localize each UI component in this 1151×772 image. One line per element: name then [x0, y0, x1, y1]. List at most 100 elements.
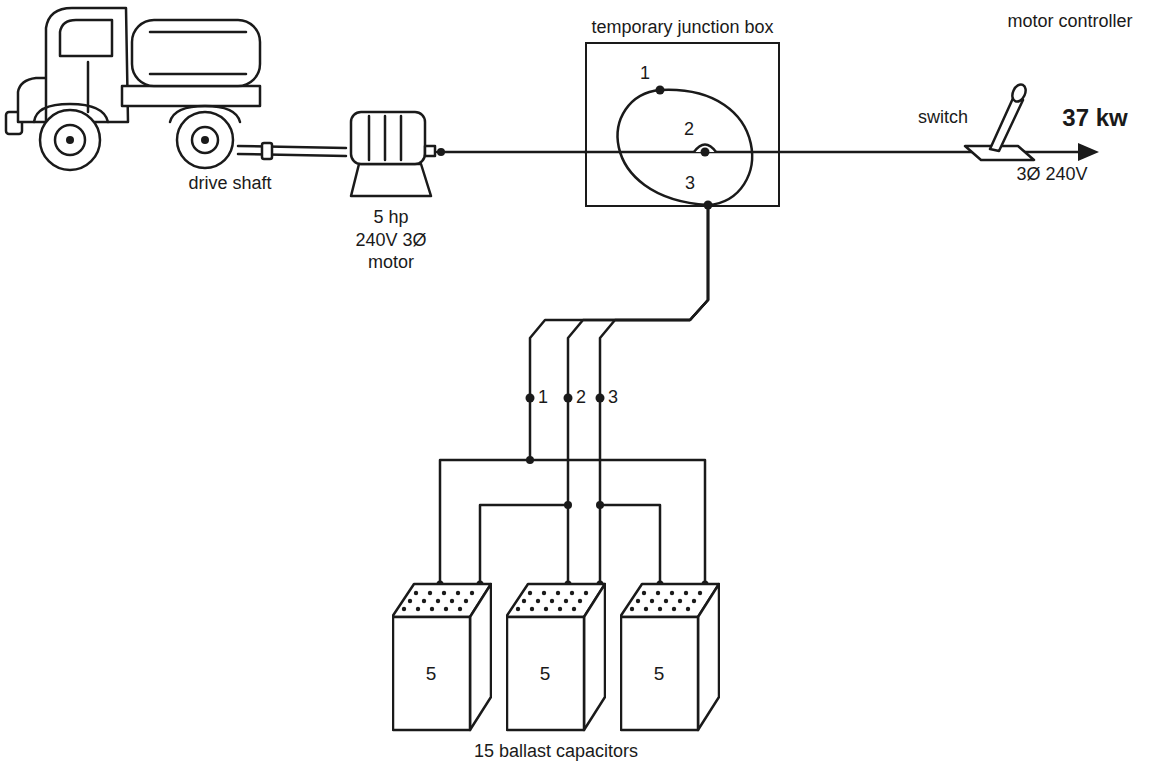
- motor-outline: [368, 116, 371, 160]
- capacitor-outline: [584, 584, 605, 730]
- voltage-label: 3Ø 240V: [1016, 164, 1087, 186]
- terminal-number: 2: [684, 119, 694, 141]
- capacitor-outline: [414, 591, 418, 595]
- capacitor-outline: [544, 607, 548, 611]
- capacitor-outline: [393, 617, 470, 730]
- switch-symbol: [965, 82, 1034, 160]
- capacitor-outline: [536, 599, 540, 603]
- truck-illustration: [192, 127, 218, 153]
- capacitor-outline: [444, 607, 448, 611]
- capacitor-outline: [698, 591, 702, 595]
- truck-illustration: [201, 136, 209, 144]
- truck-illustration: [150, 31, 246, 34]
- capacitor-outline: [528, 591, 532, 595]
- truck-illustration: [150, 73, 246, 76]
- capacitor-outline: [678, 599, 682, 603]
- junction-box: temporary junction box: [585, 42, 780, 207]
- capacitor-outline: [630, 607, 634, 611]
- capacitor-outline: [621, 617, 698, 730]
- truck-illustration: [60, 20, 112, 56]
- truck-illustration: [40, 110, 100, 170]
- capacitor-outline: [570, 591, 574, 595]
- capacitor-outline: [507, 617, 584, 730]
- switch-symbol: [990, 96, 1023, 151]
- capacitor-outline: [636, 599, 640, 603]
- phase-wire: [568, 207, 708, 582]
- capacitor-count: 5: [392, 617, 470, 730]
- capacitor-outline: [698, 584, 719, 730]
- capacitor-outline: [642, 591, 646, 595]
- power-line: [1078, 143, 1099, 161]
- capacitor-outline: [664, 599, 668, 603]
- junction-wiring: [618, 90, 708, 205]
- capacitor-outline: [530, 607, 534, 611]
- capacitor-bank: 5: [620, 582, 720, 732]
- capacitor-count: 5: [506, 617, 584, 730]
- motor-outline: [351, 112, 425, 164]
- junction-wiring: [660, 90, 752, 205]
- capacitor-outline: [436, 599, 440, 603]
- capacitor-outline: [556, 591, 560, 595]
- drive-shaft: [238, 143, 346, 159]
- motor-rating: 5 hp 240V 3Ø motor: [352, 206, 430, 274]
- phase-wire: [600, 207, 708, 582]
- drive-shaft: [262, 143, 272, 159]
- capacitor-outline: [620, 582, 720, 732]
- part-label: drive shaft: [188, 173, 271, 195]
- capacitor-outline: [428, 591, 432, 595]
- capacitor-outline: [402, 607, 406, 611]
- part-label: switch: [918, 107, 968, 129]
- capacitor-outline: [408, 599, 412, 603]
- box-title: temporary junction box: [591, 16, 773, 39]
- terminal-number: 3: [685, 173, 695, 195]
- junction-wiring: [618, 86, 752, 210]
- capacitor-wiring: [480, 505, 568, 582]
- capacitor-outline: [430, 607, 434, 611]
- capacitor-outline: [516, 607, 520, 611]
- capacitor-count: 5: [620, 617, 698, 730]
- capacitor-outline: [644, 607, 648, 611]
- capacitor-outline: [456, 591, 460, 595]
- capacitor-outline: [450, 599, 454, 603]
- truck-illustration: [66, 136, 74, 144]
- drive-shaft: [238, 154, 346, 156]
- capacitor-outline: [392, 582, 492, 732]
- capacitor-outline: [422, 599, 426, 603]
- capacitor-outline: [470, 584, 491, 730]
- capacitor-outline: [684, 591, 688, 595]
- motor-symbol: 5 hp 240V 3Ø motor: [345, 108, 437, 198]
- capacitor-outline: [658, 607, 662, 611]
- drive-shaft: [238, 146, 346, 148]
- phase-wire: [440, 207, 708, 582]
- motor-outline: [351, 164, 431, 196]
- capacitor-wiring: [530, 460, 705, 582]
- capacitor-outline: [670, 591, 674, 595]
- wire-number: 2: [576, 387, 586, 409]
- capacitor-outline: [464, 599, 468, 603]
- motor-outline: [400, 116, 403, 160]
- capacitor-outline: [656, 591, 660, 595]
- capacitor-outline: [564, 599, 568, 603]
- truck-illustration: [177, 112, 233, 168]
- power-rating: 37 kw: [1062, 104, 1127, 133]
- wire-number: 3: [608, 387, 618, 409]
- capacitor-bank: 5: [506, 582, 606, 732]
- capacitor-outline: [584, 591, 588, 595]
- truck-illustration: [55, 125, 85, 155]
- capacitor-outline: [416, 607, 420, 611]
- capacitor-outline: [470, 591, 474, 595]
- capacitor-bank: 5: [392, 582, 492, 732]
- power-cable: [437, 151, 585, 154]
- junction-wiring: [656, 86, 665, 95]
- junction-wiring: [701, 148, 710, 157]
- capacitor-outline: [572, 607, 576, 611]
- motor-outline: [425, 146, 435, 156]
- capacitor-wiring: [599, 505, 602, 582]
- truck-illustration: [122, 86, 260, 106]
- group-label: 15 ballast capacitors: [474, 741, 638, 763]
- capacitor-outline: [442, 591, 446, 595]
- terminal-number: 1: [640, 63, 650, 85]
- part-label: motor controller: [1007, 11, 1132, 33]
